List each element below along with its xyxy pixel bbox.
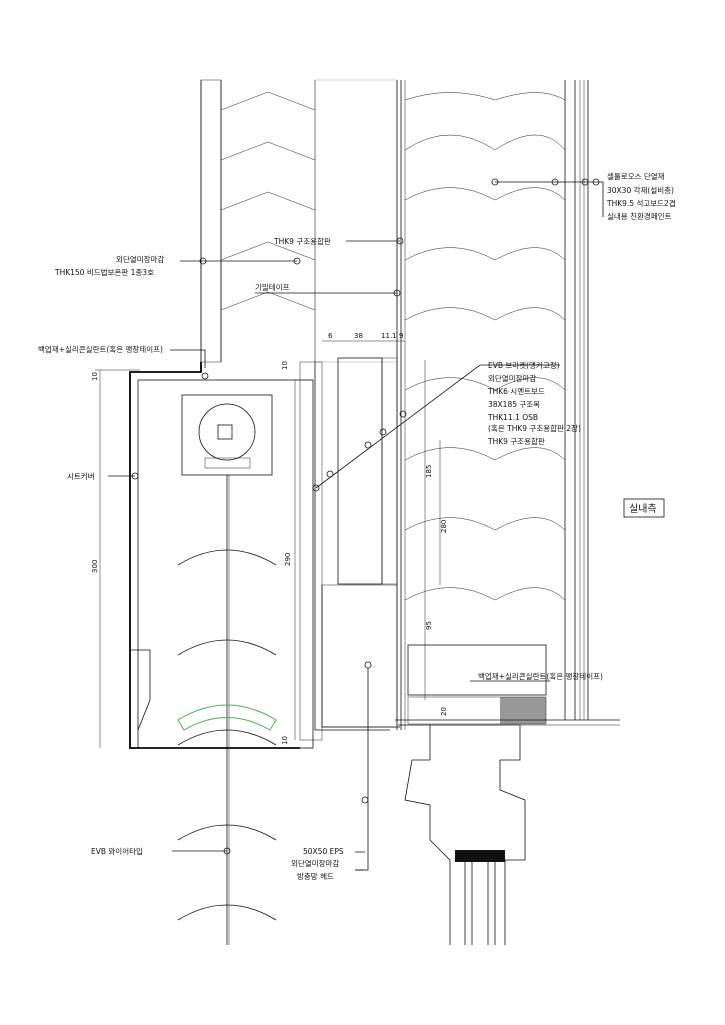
interior-finish-layers bbox=[564, 80, 589, 720]
label-paint: 실내용 친환경페인트 bbox=[607, 211, 672, 221]
label-stud: 38X185 구조목 bbox=[488, 400, 540, 409]
wall-sheathing-layers bbox=[314, 79, 406, 730]
dim-10a: 10 bbox=[91, 372, 99, 381]
label-ext-finish2: 외단열미장마감 bbox=[488, 373, 536, 383]
label-cellulose: 셀룰로오스 단열재 bbox=[607, 171, 665, 181]
label-thk9-mid: THK9 구조용합판 bbox=[487, 437, 545, 446]
head-flashing bbox=[129, 361, 400, 749]
dim-185: 185 bbox=[425, 465, 433, 478]
label-osb: THK11.1 OSB bbox=[487, 413, 538, 422]
label-sheet-cover: 시트커버 bbox=[67, 471, 95, 481]
header-stud bbox=[337, 357, 398, 585]
label-backer-bottom: 백업재+실리콘실란트(혹은 팽창테이프) bbox=[478, 671, 603, 681]
label-batten: 30X30 각재(설비층) bbox=[607, 185, 674, 195]
leader-lines bbox=[108, 178, 604, 871]
label-insect: 방충망 헤드 bbox=[297, 871, 334, 881]
dim-20: 20 bbox=[440, 707, 448, 716]
exterior-stucco-layer bbox=[200, 79, 222, 363]
label-osb-alt: (혹은 THK9 구조용합판 2장) bbox=[488, 423, 581, 433]
dimension-lines bbox=[95, 340, 441, 748]
label-evb-bracket: EVB 브라켓(앵커고정) bbox=[488, 360, 560, 370]
label-bead: THK150 비드법보온판 1종3호 bbox=[54, 267, 154, 277]
dim-95: 95 bbox=[425, 621, 433, 630]
dim-300: 300 bbox=[91, 560, 99, 573]
cellulose-insulation-cavity bbox=[404, 92, 566, 601]
label-ext-finish3: 외단열미장마감 bbox=[291, 858, 339, 868]
dim-10b: 10 bbox=[281, 361, 289, 370]
window-frame-profile bbox=[395, 719, 620, 945]
label-thk9-top: THK9 구조용합판 bbox=[273, 237, 331, 246]
label-gypsum: THK9.5 석고보드2겹 bbox=[606, 198, 676, 208]
label-ext-finish: 외단열미장마감 bbox=[116, 254, 164, 264]
window-head-osb bbox=[407, 644, 547, 725]
blind-box bbox=[130, 379, 314, 945]
indoor-tag-box bbox=[623, 498, 665, 518]
label-airtape: 기밀테이프 bbox=[255, 282, 290, 292]
dim-11-1: 11.1 bbox=[381, 332, 397, 340]
label-evb-wire: EVB 와이어타입 bbox=[91, 846, 143, 856]
dim-38: 38 bbox=[354, 332, 363, 340]
label-indoor: 실내측 bbox=[629, 503, 657, 515]
dim-9: 9 bbox=[399, 332, 403, 340]
eps-insulation-board bbox=[220, 80, 316, 362]
dim-280: 280 bbox=[440, 520, 448, 533]
label-backer-top: 백업재+실리콘실란트(혹은 팽창테이프) bbox=[38, 344, 163, 354]
label-cement: THK6 시멘트보드 bbox=[487, 387, 545, 396]
dim-10c: 10 bbox=[281, 736, 289, 745]
label-eps: 50X50 EPS bbox=[303, 847, 344, 856]
dim-290: 290 bbox=[284, 553, 292, 566]
dim-6: 6 bbox=[328, 332, 333, 340]
lower-eps-zone bbox=[321, 584, 398, 728]
